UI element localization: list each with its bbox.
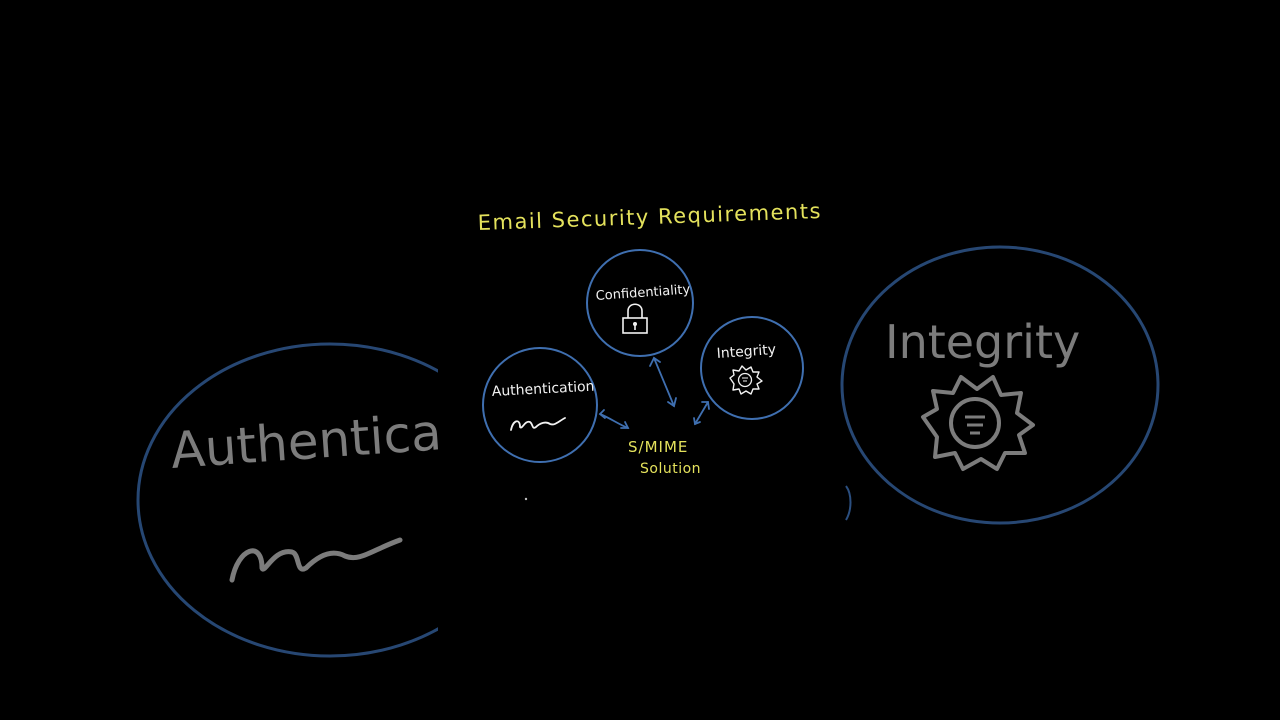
background-signature-icon: [229, 537, 403, 583]
signature-icon: [510, 417, 566, 431]
solution-label: S/MIME Solution: [628, 438, 701, 477]
edge-artifact: [845, 485, 852, 521]
node-confidentiality: Confidentiality: [586, 249, 694, 357]
background-integrity-circle: [840, 245, 1160, 525]
node-authentication: Authentication: [482, 347, 598, 463]
confidentiality-label: Confidentiality: [595, 282, 691, 304]
solution-line-1: S/MIME: [628, 438, 688, 456]
padlock-icon: [622, 303, 648, 334]
arrows: [598, 356, 710, 429]
arrow-integrity-to-smime: [694, 401, 709, 425]
center-panel: [438, 0, 842, 720]
node-integrity: Integrity: [700, 316, 804, 420]
background-integrity-label: Integrity: [885, 315, 1080, 369]
stray-dot: [524, 497, 528, 501]
integrity-label: Integrity: [716, 342, 776, 362]
background-seal-icon: [921, 375, 1035, 471]
seal-icon: [729, 365, 763, 395]
background-authentication-label: Authenticati: [169, 401, 477, 480]
authentication-label: Authentication: [491, 379, 594, 400]
arrow-confidentiality-to-smime: [653, 357, 675, 407]
authentication-circle: [482, 347, 598, 463]
background-right-panel: Integrity: [840, 245, 1160, 525]
confidentiality-circle: [586, 249, 694, 357]
integrity-circle: [700, 316, 804, 420]
solution-line-2: Solution: [640, 461, 701, 477]
